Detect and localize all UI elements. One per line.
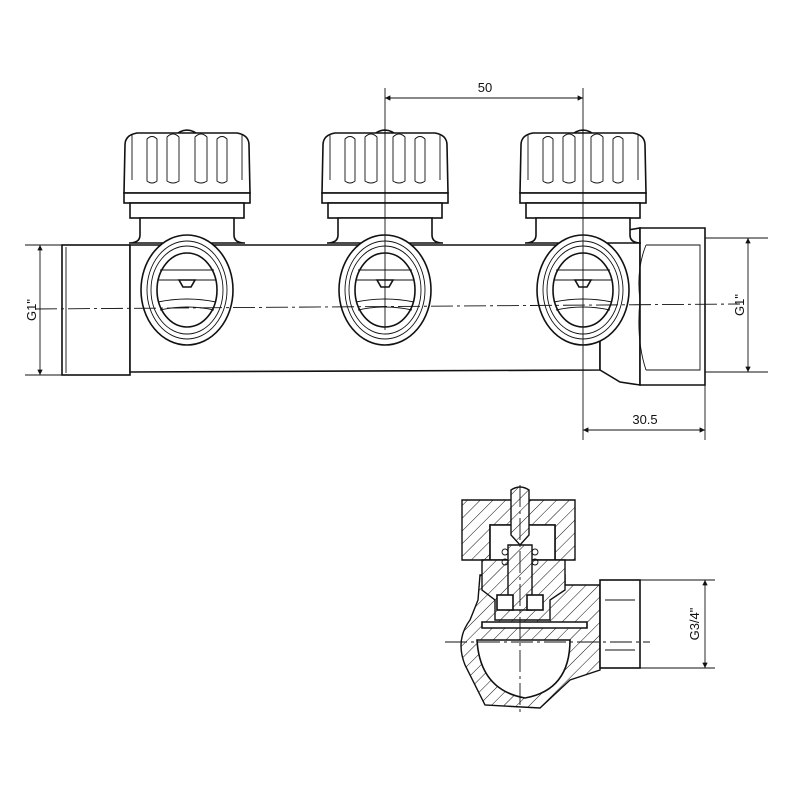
dimension-spacing: 50 <box>478 80 492 95</box>
centerline <box>34 303 741 310</box>
dimension-branch-thread: G3/4" <box>687 607 702 640</box>
dimension-outlet-thread: G1" <box>732 294 747 316</box>
dimension-end-offset: 30.5 <box>632 412 657 427</box>
dimension-inlet-thread: G1" <box>24 299 39 321</box>
outlet-port-1 <box>140 234 234 346</box>
male-thread-inlet <box>61 244 131 376</box>
valve-knob-1 <box>123 129 251 244</box>
female-nut-outlet <box>639 227 706 386</box>
valve-section-view: G3/4" <box>445 485 715 712</box>
